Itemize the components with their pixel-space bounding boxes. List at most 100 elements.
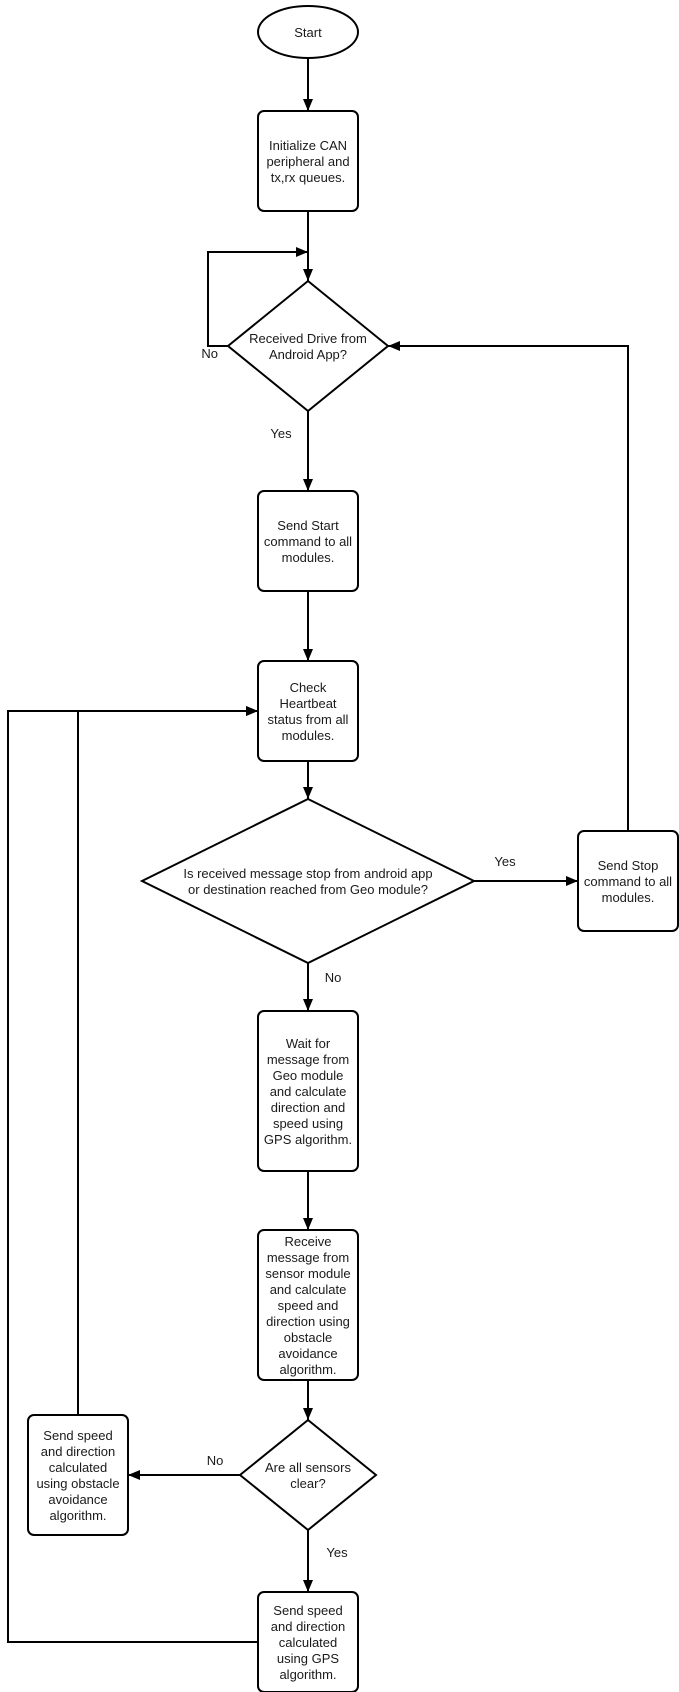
node-text-line: calculated (49, 1460, 108, 1475)
node-text-line: algorithm. (49, 1508, 106, 1523)
node-text-line: Initialize CAN (269, 138, 347, 153)
node-text-line: message from (267, 1250, 349, 1265)
edge-label-no: No (207, 1453, 224, 1468)
node-text-line: modules. (282, 550, 335, 565)
process-shape (257, 660, 359, 762)
terminal-shape (257, 5, 359, 59)
decision-shape (226, 279, 390, 413)
connector-decision_drive-to-send_start (303, 411, 313, 491)
node-text-line: Send speed (43, 1428, 112, 1443)
edge-label-no: No (325, 970, 342, 985)
node-text-line: calculated (279, 1635, 338, 1650)
connector-line (207, 251, 308, 347)
process-shape (577, 830, 679, 932)
arrowhead (303, 1408, 313, 1420)
connector-line (77, 710, 258, 1415)
connector-send_stop-to-decision_drive (388, 341, 629, 831)
node-text-line: Are all sensors (265, 1460, 351, 1475)
decision-shape (238, 1418, 378, 1532)
node-text-line: and direction (41, 1444, 115, 1459)
node-text-line: using GPS (277, 1651, 339, 1666)
connector-send_gps-to-heartbeat (7, 706, 258, 1643)
arrowhead (303, 787, 313, 799)
node-text-line: command to all (584, 874, 672, 889)
process-shape (257, 1010, 359, 1172)
node-text-line: Heartbeat (279, 696, 336, 711)
arrowhead (303, 1218, 313, 1230)
node-text-line: Check (290, 680, 327, 695)
node-text-line: sensor module (265, 1266, 350, 1281)
node-text-line: Start (294, 25, 322, 40)
node-text-line: Send Start (277, 518, 339, 533)
node-text-line: avoidance (278, 1346, 337, 1361)
connector-decision_drive-to-decision_drive (207, 247, 308, 347)
connector-send_obstacle-to-heartbeat (77, 706, 258, 1415)
connector-start-to-init (303, 58, 313, 111)
node-text-line: or destination reached from Geo module? (188, 882, 428, 897)
arrowhead (303, 269, 313, 281)
node-text-line: algorithm. (279, 1667, 336, 1682)
connector-init-to-decision_drive (303, 211, 313, 281)
arrowhead (296, 247, 308, 257)
node-text-line: speed using (273, 1116, 343, 1131)
node-text-line: Send Stop (598, 858, 659, 873)
connector-line (388, 345, 629, 831)
arrowhead (566, 876, 578, 886)
node-text-line: modules. (282, 728, 335, 743)
process-shape (257, 1229, 359, 1381)
edge-label-yes: Yes (326, 1545, 348, 1560)
arrowhead (128, 1470, 140, 1480)
node-text-line: using obstacle (36, 1476, 119, 1491)
arrowhead (246, 706, 258, 716)
process-shape (257, 490, 359, 592)
arrowhead (388, 341, 400, 351)
node-text-line: Is received message stop from android ap… (183, 866, 432, 881)
node-text-line: and direction (271, 1619, 345, 1634)
node-text-line: Wait for (286, 1036, 331, 1051)
decision-shape (139, 797, 477, 965)
connector-heartbeat-to-decision_stop (303, 761, 313, 799)
node-text-line: GPS algorithm. (264, 1132, 352, 1147)
node-text-line: Geo module (273, 1068, 344, 1083)
arrowhead (303, 479, 313, 491)
node-text-line: Android App? (269, 347, 347, 362)
arrowhead (303, 1580, 313, 1592)
node-text-line: peripheral and (266, 154, 349, 169)
node-text-line: Send speed (273, 1603, 342, 1618)
connector-wait_geo-to-receive_sensor (303, 1171, 313, 1230)
process-shape (257, 110, 359, 212)
connector-receive_sensor-to-decision_sensors (303, 1380, 313, 1420)
connector-send_start-to-heartbeat (303, 591, 313, 661)
node-text-line: and calculate (270, 1282, 347, 1297)
process-shape (27, 1414, 129, 1536)
node-text-line: clear? (290, 1476, 325, 1491)
arrowhead (303, 649, 313, 661)
process-shape (257, 1591, 359, 1692)
node-text-line: message from (267, 1052, 349, 1067)
node-start: Start (257, 5, 359, 59)
node-decision-stop: Is received message stop from android ap… (139, 797, 477, 965)
node-text-line: algorithm. (279, 1362, 336, 1377)
node-text-line: and calculate (270, 1084, 347, 1099)
connector-decision_sensors-to-send_obstacle (128, 1470, 240, 1480)
connector-decision_stop-to-wait_geo (303, 963, 313, 1011)
node-text-line: avoidance (48, 1492, 107, 1507)
node-text-line: Received Drive from (249, 331, 367, 346)
arrowhead (303, 99, 313, 111)
edge-label-yes: Yes (494, 854, 516, 869)
node-text-line: Receive (285, 1234, 332, 1249)
node-text-line: tx,rx queues. (271, 170, 345, 185)
connector-line (7, 710, 258, 1643)
connector-decision_stop-to-send_stop (474, 876, 578, 886)
node-text-line: direction and (271, 1100, 345, 1115)
node-text-line: command to all (264, 534, 352, 549)
